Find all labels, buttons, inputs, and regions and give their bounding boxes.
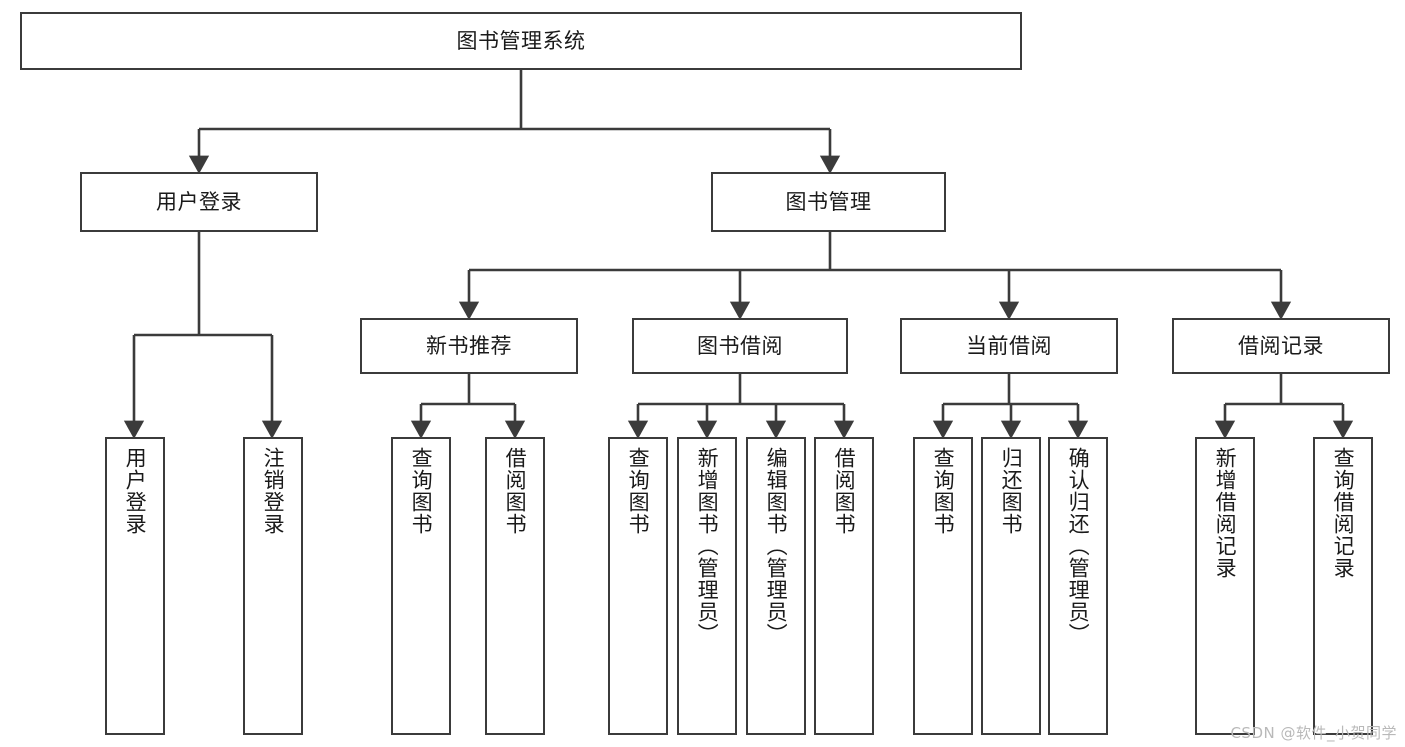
node-leaf-query-book-1-label: 查询图书 [409, 447, 434, 535]
watermark-text: CSDN @软件_小贺同学 [1230, 724, 1397, 742]
node-new-book-recommend[interactable]: 新书推荐 [360, 318, 578, 374]
node-borrow-record[interactable]: 借阅记录 [1172, 318, 1390, 374]
node-leaf-query-record-label: 查询借阅记录 [1331, 447, 1356, 579]
node-leaf-query-book-2[interactable]: 查询图书 [608, 437, 668, 735]
node-new-book-recommend-label: 新书推荐 [426, 333, 512, 358]
node-leaf-borrow-book-1[interactable]: 借阅图书 [485, 437, 545, 735]
node-user-login[interactable]: 用户登录 [80, 172, 318, 232]
node-leaf-logout[interactable]: 注销登录 [243, 437, 303, 735]
node-current-borrow[interactable]: 当前借阅 [900, 318, 1118, 374]
node-leaf-return-book-label: 归还图书 [999, 447, 1024, 535]
node-leaf-confirm-return[interactable]: 确认归还（管理员） [1048, 437, 1108, 735]
node-leaf-return-book[interactable]: 归还图书 [981, 437, 1041, 735]
node-leaf-confirm-return-label: 确认归还（管理员） [1066, 447, 1091, 645]
node-root-label: 图书管理系统 [456, 28, 586, 53]
node-leaf-add-book-label: 新增图书（管理员） [695, 447, 720, 645]
node-user-login-label: 用户登录 [156, 189, 242, 214]
node-book-borrow[interactable]: 图书借阅 [632, 318, 848, 374]
node-leaf-add-book[interactable]: 新增图书（管理员） [677, 437, 737, 735]
node-leaf-query-record[interactable]: 查询借阅记录 [1313, 437, 1373, 735]
node-leaf-add-record[interactable]: 新增借阅记录 [1195, 437, 1255, 735]
node-book-borrow-label: 图书借阅 [697, 333, 783, 358]
node-leaf-borrow-book-2[interactable]: 借阅图书 [814, 437, 874, 735]
node-leaf-borrow-book-2-label: 借阅图书 [832, 447, 857, 535]
node-leaf-edit-book[interactable]: 编辑图书（管理员） [746, 437, 806, 735]
node-root[interactable]: 图书管理系统 [20, 12, 1022, 70]
node-leaf-query-book-1[interactable]: 查询图书 [391, 437, 451, 735]
node-borrow-record-label: 借阅记录 [1238, 333, 1324, 358]
node-current-borrow-label: 当前借阅 [966, 333, 1052, 358]
node-leaf-logout-label: 注销登录 [261, 447, 286, 535]
node-leaf-borrow-book-1-label: 借阅图书 [503, 447, 528, 535]
node-leaf-query-book-2-label: 查询图书 [626, 447, 651, 535]
node-book-manage[interactable]: 图书管理 [711, 172, 946, 232]
node-book-manage-label: 图书管理 [785, 189, 872, 214]
node-leaf-user-login[interactable]: 用户登录 [105, 437, 165, 735]
node-leaf-query-book-3-label: 查询图书 [931, 447, 956, 535]
node-leaf-query-book-3[interactable]: 查询图书 [913, 437, 973, 735]
node-leaf-edit-book-label: 编辑图书（管理员） [764, 447, 789, 645]
node-leaf-add-record-label: 新增借阅记录 [1213, 447, 1238, 579]
node-leaf-user-login-label: 用户登录 [123, 447, 148, 535]
